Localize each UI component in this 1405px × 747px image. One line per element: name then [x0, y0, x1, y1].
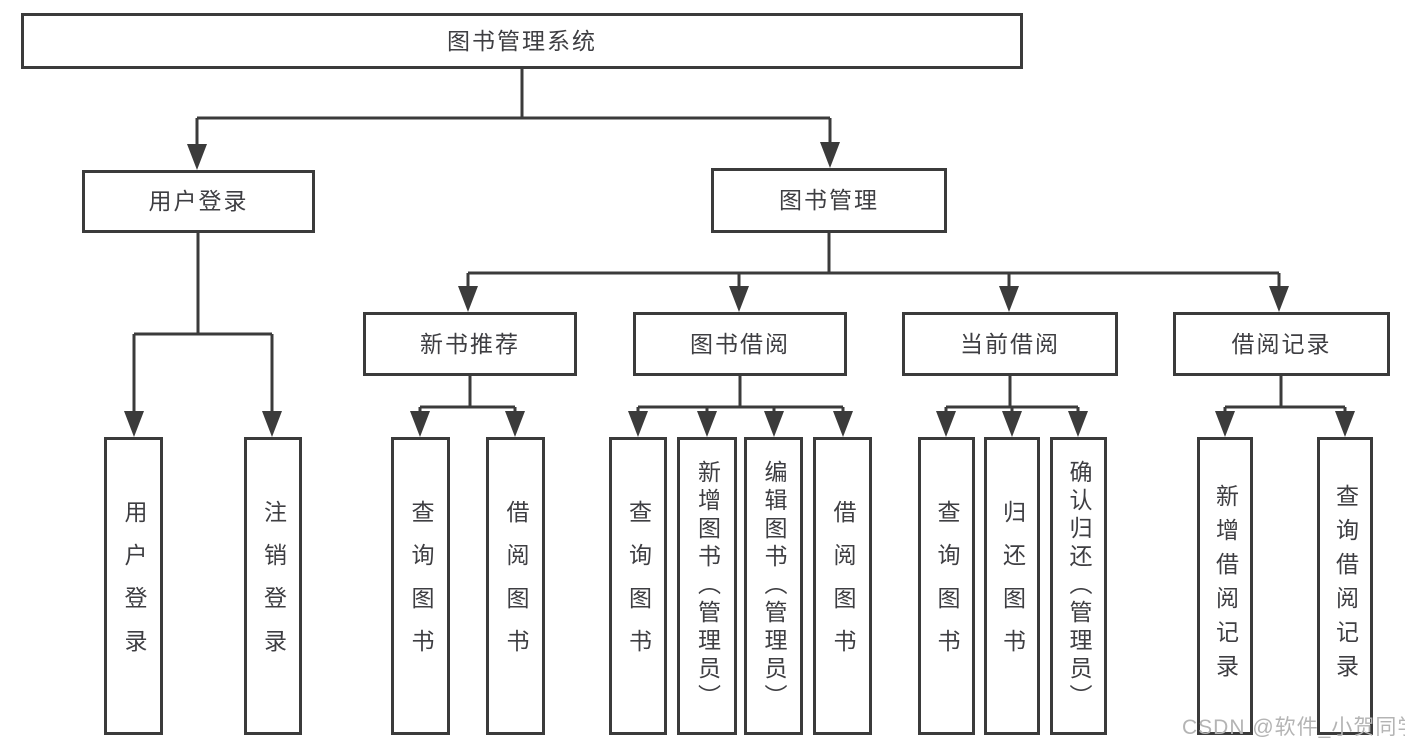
leaf-query-books-borrow: 查询图书	[609, 437, 667, 735]
leaf-query-books-current: 查询图书	[918, 437, 975, 735]
leaf-borrow-books: 借阅图书	[813, 437, 872, 735]
leaf-confirm-return-admin: 确认归还（管理员）	[1050, 437, 1107, 735]
node-new-book-recommend: 新书推荐	[363, 312, 577, 376]
arrowheads	[124, 142, 1355, 437]
leaf-add-borrow-record: 新增借阅记录	[1197, 437, 1253, 735]
leaf-query-borrow-record: 查询借阅记录	[1317, 437, 1373, 735]
node-book-management: 图书管理	[711, 168, 947, 233]
leaf-query-books-recommend: 查询图书	[391, 437, 450, 735]
leaf-return-books: 归还图书	[984, 437, 1040, 735]
leaf-user-login: 用户登录	[104, 437, 163, 735]
leaf-edit-books-admin: 编辑图书（管理员）	[744, 437, 803, 735]
node-book-borrow: 图书借阅	[633, 312, 847, 376]
node-user-login: 用户登录	[82, 170, 315, 233]
leaf-borrow-books-recommend: 借阅图书	[486, 437, 545, 735]
node-library-system: 图书管理系统	[21, 13, 1023, 69]
node-borrow-records: 借阅记录	[1173, 312, 1390, 376]
leaf-logout: 注销登录	[244, 437, 302, 735]
leaf-add-books-admin: 新增图书（管理员）	[677, 437, 737, 735]
node-current-borrow: 当前借阅	[902, 312, 1118, 376]
csdn-watermark: CSDN @软件_小贺同学	[1182, 716, 1405, 739]
